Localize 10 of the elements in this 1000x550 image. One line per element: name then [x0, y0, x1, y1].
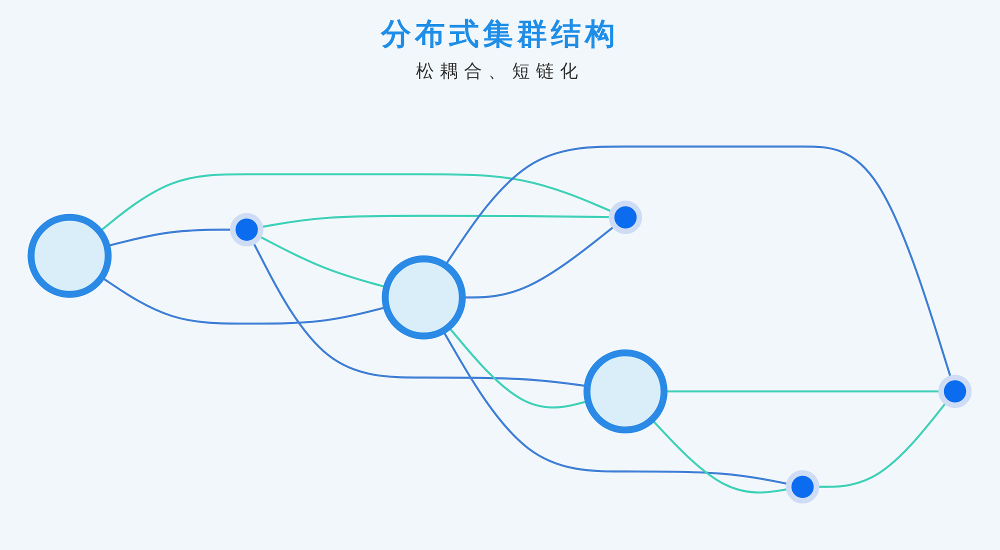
node-dot: [786, 470, 820, 504]
node-dot: [938, 374, 972, 408]
connector-line: [444, 146, 952, 378]
title: 分布式集群结构: [381, 16, 619, 54]
cluster-circle: [583, 349, 668, 434]
subtitle: 松耦合、短链化: [416, 60, 584, 83]
cluster-circle: [382, 255, 466, 340]
node-dot: [230, 213, 264, 246]
cluster-circle: [28, 214, 112, 298]
node-dot: [608, 200, 642, 234]
